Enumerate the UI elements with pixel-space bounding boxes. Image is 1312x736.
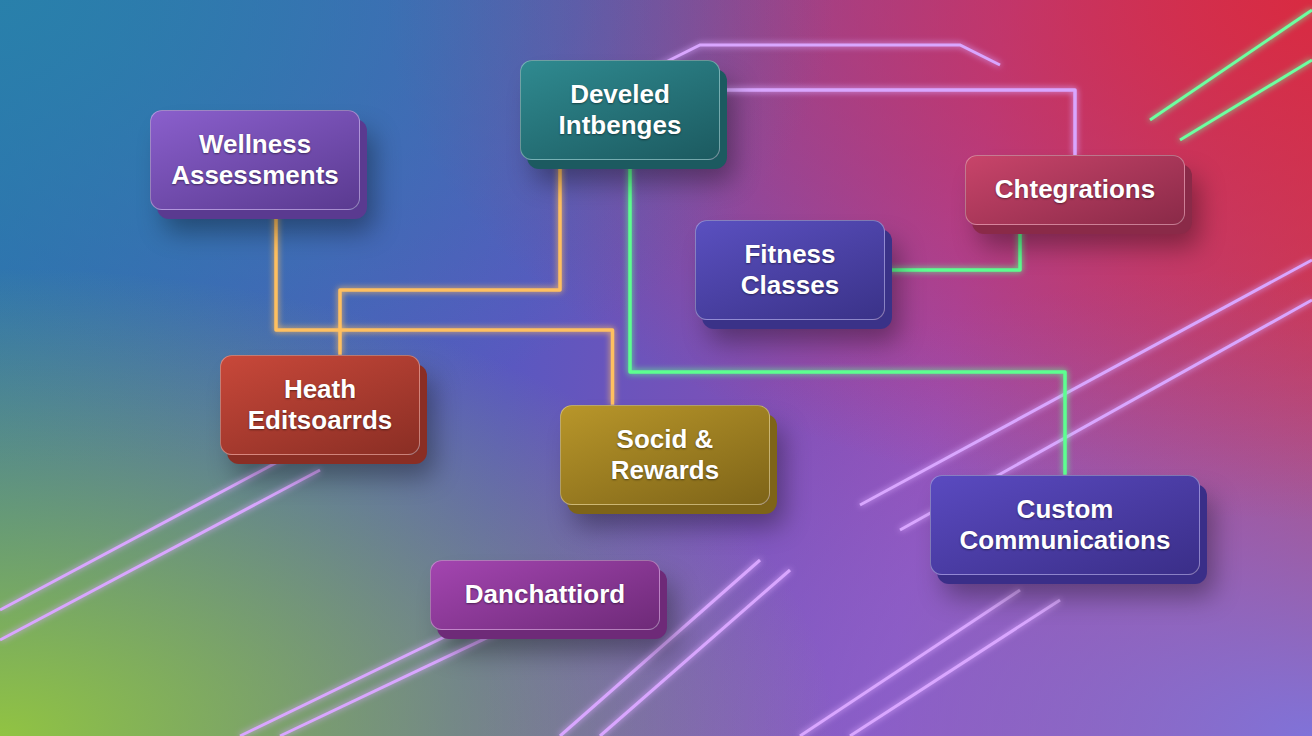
glow-line	[0, 450, 300, 610]
glow-connector	[340, 160, 560, 355]
feature-card: Heath Editsoarrds	[220, 355, 420, 455]
card-title: Custom Communications	[951, 494, 1179, 556]
card-title: Fitness Classes	[716, 239, 864, 301]
feature-card: Wellness Assessments	[150, 110, 360, 210]
glow-line	[800, 590, 1020, 736]
card-title: Chtegrations	[986, 174, 1164, 205]
feature-card: Fitness Classes	[695, 220, 885, 320]
feature-card: Danchattiord	[430, 560, 660, 629]
purple-glow-lines	[0, 45, 1312, 736]
card-title: Develed Intbenges	[541, 79, 699, 141]
feature-card: Socid & Rewards	[560, 405, 770, 505]
glow-connector	[720, 90, 1075, 155]
card-title: Wellness Assessments	[171, 129, 339, 191]
card-title: Socid & Rewards	[581, 424, 749, 486]
glow-line	[280, 622, 520, 736]
glow-connector	[885, 225, 1020, 270]
glow-line	[1150, 10, 1312, 120]
green-glow-lines	[1150, 10, 1312, 140]
feature-card: Develed Intbenges	[520, 60, 720, 160]
glow-line	[860, 260, 1312, 505]
glow-line	[0, 470, 320, 640]
card-title: Danchattiord	[451, 579, 639, 610]
feature-card: Custom Communications	[930, 475, 1200, 575]
card-title: Heath Editsoarrds	[241, 374, 399, 436]
feature-card: Chtegrations	[965, 155, 1185, 224]
glow-line	[850, 600, 1060, 736]
glow-line	[1180, 60, 1312, 140]
